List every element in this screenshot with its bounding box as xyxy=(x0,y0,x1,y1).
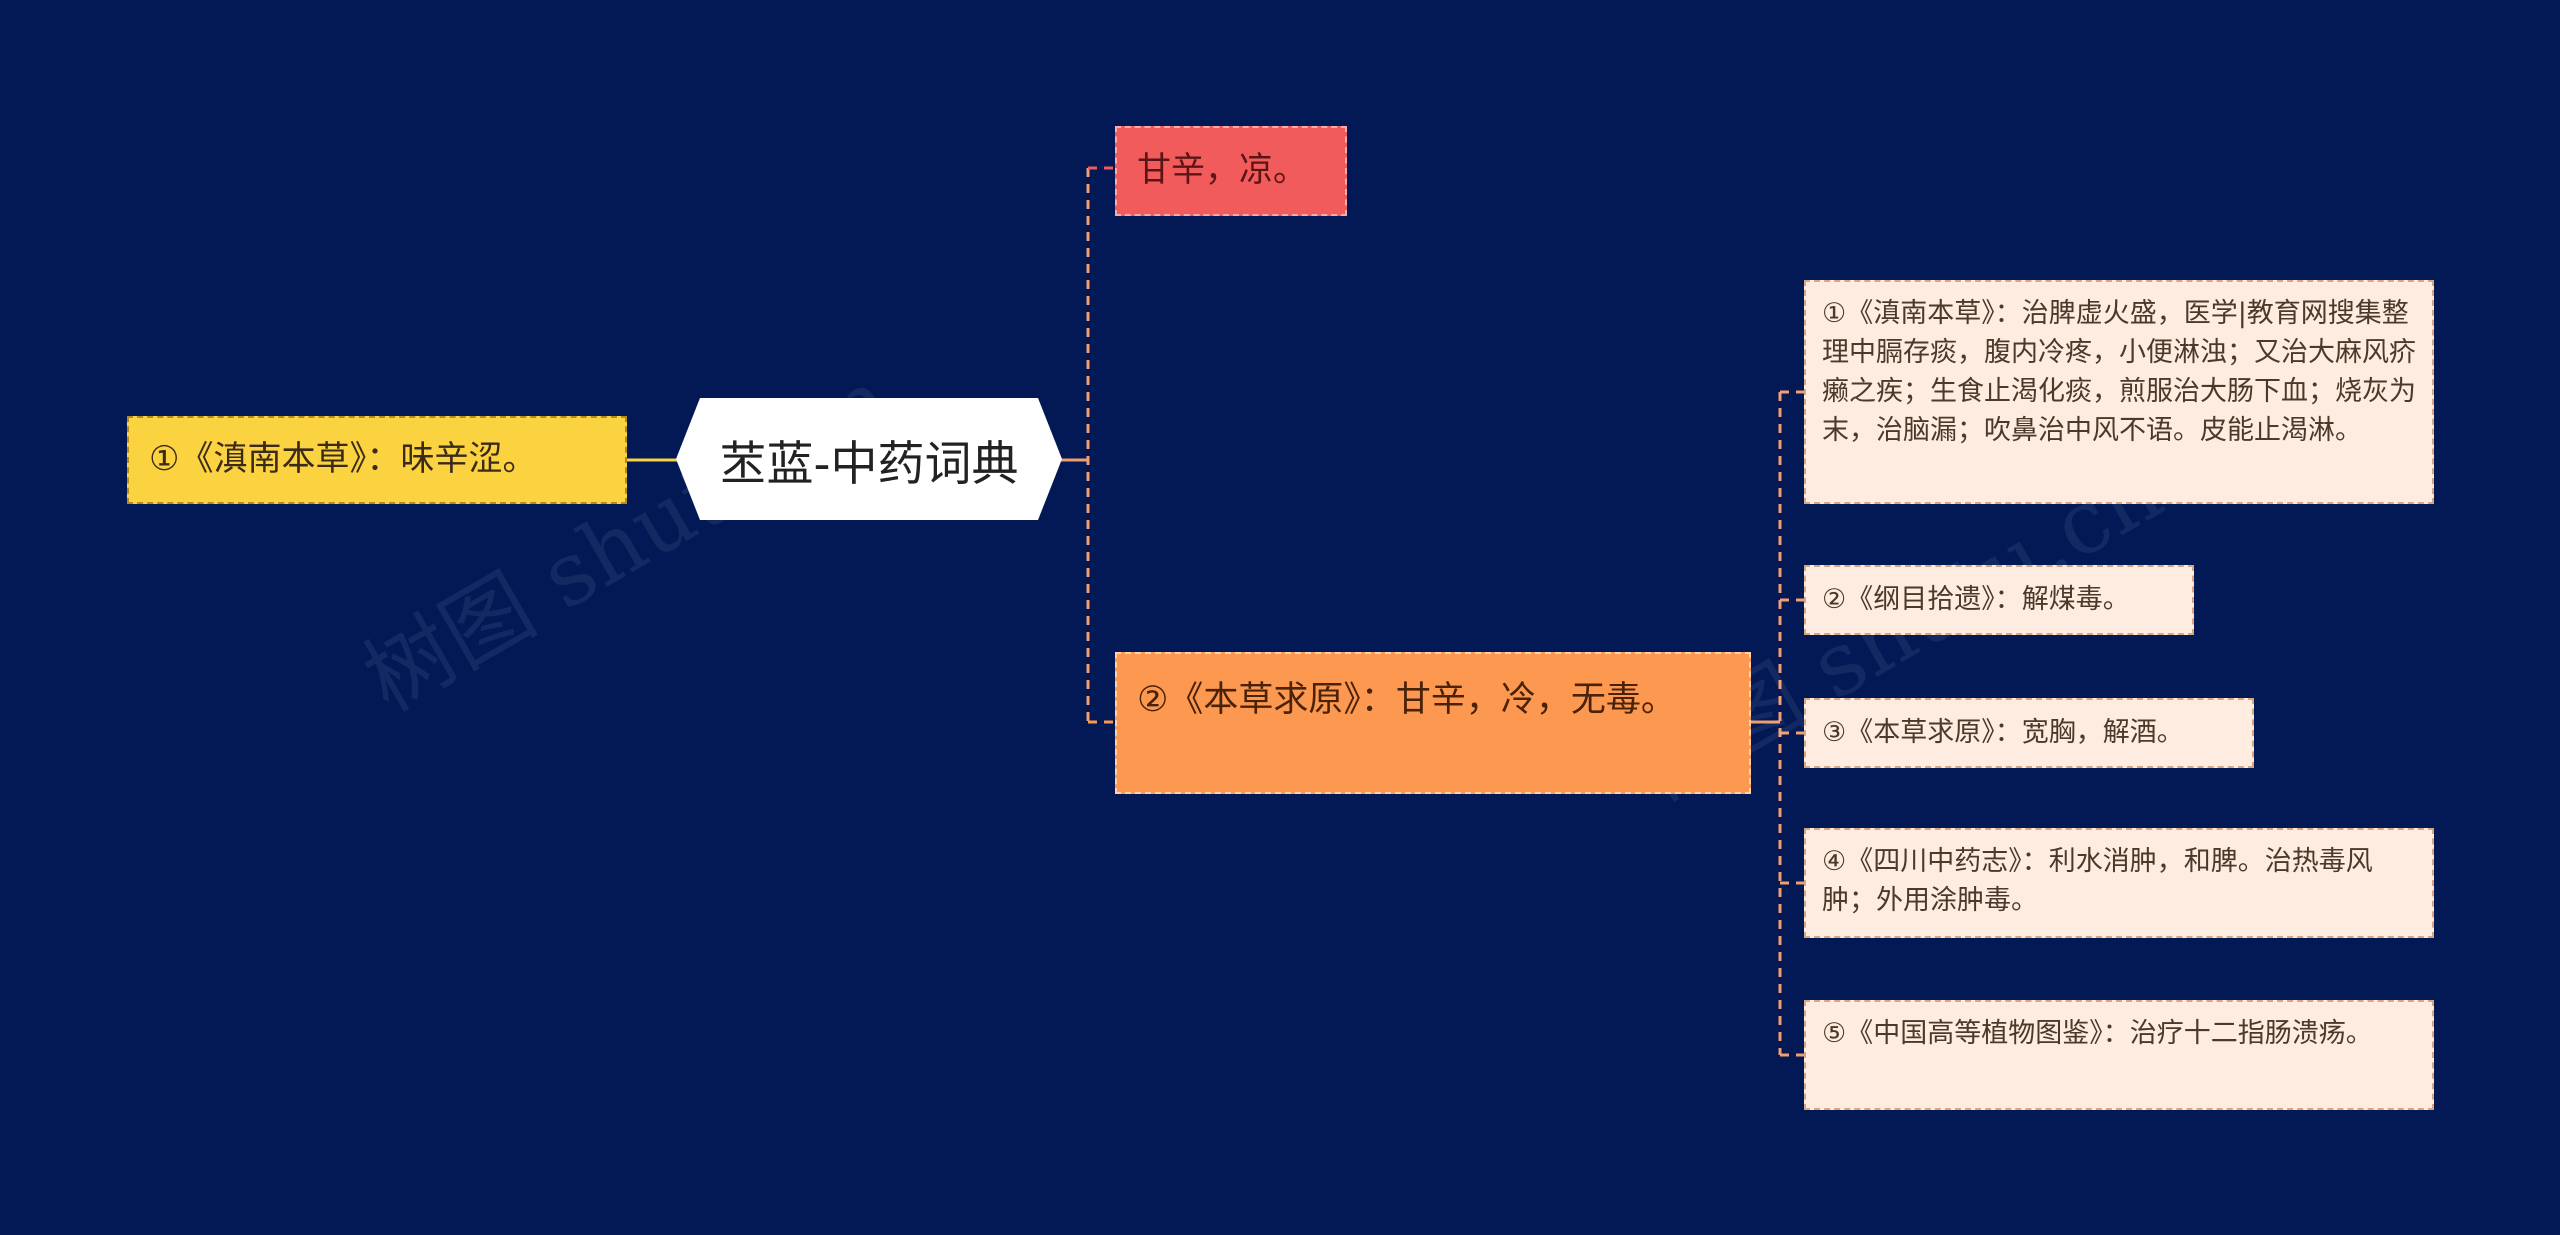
property-node[interactable]: 甘辛，凉。 xyxy=(1115,126,1347,216)
leaf-node-2[interactable]: ②《纲目拾遗》：解煤毒。 xyxy=(1804,565,2194,635)
source-text: ②《本草求原》：甘辛，冷，无毒。 xyxy=(1137,680,1676,720)
leaf-node-3[interactable]: ③《本草求原》：宽胸，解酒。 xyxy=(1804,698,2254,768)
left-branch-text: ①《滇南本草》：味辛涩。 xyxy=(149,439,537,480)
leaf-text: ①《滇南本草》：治脾虚火盛，医学|教育网搜集整理中膈存痰，腹内冷疼，小便淋浊；又… xyxy=(1822,298,2416,447)
central-topic-node[interactable]: 苤蓝-中药词典 xyxy=(676,398,1062,520)
leaf-node-4[interactable]: ④《四川中药志》：利水消肿，和脾。治热毒风肿；外用涂肿毒。 xyxy=(1804,828,2434,938)
property-text: 甘辛，凉。 xyxy=(1137,150,1307,191)
source-node[interactable]: ②《本草求原》：甘辛，冷，无毒。 xyxy=(1115,652,1751,794)
leaf-text: ④《四川中药志》：利水消肿，和脾。治热毒风肿；外用涂肿毒。 xyxy=(1822,846,2373,917)
leaf-text: ②《纲目拾遗》：解煤毒。 xyxy=(1822,584,2130,616)
leaf-text: ⑤《中国高等植物图鉴》：治疗十二指肠溃疡。 xyxy=(1822,1018,2373,1049)
central-topic-title: 苤蓝-中药词典 xyxy=(719,436,1019,492)
leaf-node-5[interactable]: ⑤《中国高等植物图鉴》：治疗十二指肠溃疡。 xyxy=(1804,1000,2434,1110)
left-branch-node[interactable]: ①《滇南本草》：味辛涩。 xyxy=(127,416,627,504)
leaf-node-1[interactable]: ①《滇南本草》：治脾虚火盛，医学|教育网搜集整理中膈存痰，腹内冷疼，小便淋浊；又… xyxy=(1804,280,2434,504)
leaf-text: ③《本草求原》：宽胸，解酒。 xyxy=(1822,717,2184,749)
